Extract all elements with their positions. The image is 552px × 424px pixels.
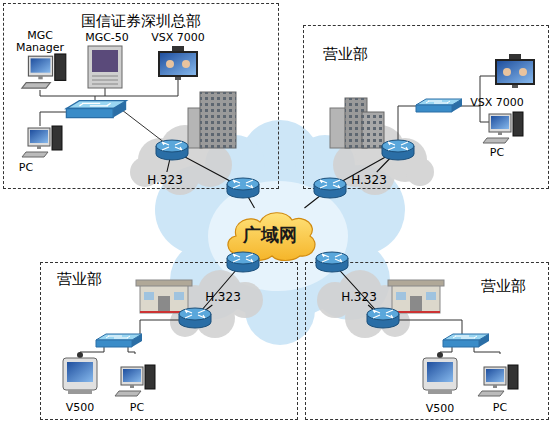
pc-icon [22, 126, 62, 157]
device-label: MGC-50 [79, 32, 135, 44]
manager-computer [22, 54, 66, 88]
device-label: V500 [58, 402, 102, 414]
lan-wire [140, 320, 182, 342]
protocol-cloud: H.323 [204, 289, 242, 305]
lan-switch [416, 99, 462, 112]
router-icon [179, 308, 211, 328]
lan-wires [40, 76, 500, 354]
protocol-cloud: H.323 [350, 172, 388, 188]
device-label: VSX 7000 [146, 32, 210, 44]
pc-icon [483, 112, 523, 143]
network-link [195, 262, 243, 318]
protocol-label: H.323 [340, 289, 378, 305]
network-link [304, 150, 398, 208]
protocol-cloud: H.323 [340, 289, 378, 305]
building-windows [200, 92, 236, 148]
site-title: 营业部 [481, 277, 526, 296]
site-boundary: 营业部 H.323 [305, 262, 549, 420]
vsx-terminal [158, 46, 198, 80]
protocol-label: H.323 [146, 172, 184, 188]
router-icon [156, 140, 188, 160]
network-link [318, 256, 383, 318]
building-block [362, 112, 384, 148]
network-link [167, 150, 255, 208]
site-title: 营业部 [323, 45, 368, 64]
lan-wire [398, 76, 495, 146]
site-title: 营业部 [57, 270, 102, 289]
protocol-label: H.323 [204, 289, 242, 305]
device-label: PC [485, 402, 515, 414]
branch-building [388, 280, 444, 313]
vsx-terminal [495, 54, 535, 88]
lan-switch [96, 334, 142, 347]
device-label: MGC Manager [14, 30, 66, 54]
mcu-slots [92, 76, 118, 84]
lan-switch [66, 101, 126, 118]
site-boundary: 营业部 H.323 [303, 25, 549, 189]
router-icon [382, 140, 414, 160]
mcu-case [88, 46, 122, 88]
device-label: PC [11, 162, 41, 174]
building-block [200, 92, 236, 148]
hq-building [188, 92, 236, 148]
wan-cloud: 广域网 [222, 208, 318, 262]
router-icon [227, 178, 259, 198]
v500-terminal [423, 352, 457, 394]
grey-clouds [130, 125, 434, 338]
lan-wire [122, 110, 165, 143]
wan-background-cloud [155, 120, 405, 345]
site-boundary: 营业部 H.323 [40, 262, 298, 420]
protocol-label: H.323 [350, 172, 388, 188]
branch-building [330, 98, 384, 148]
router-icon [367, 308, 399, 328]
lan-wire [40, 112, 67, 126]
router-icon [227, 252, 259, 272]
branch-building [136, 280, 192, 313]
device-label: V500 [418, 403, 462, 415]
mcu-device [88, 46, 122, 88]
pc-icon [478, 365, 518, 396]
device-label: PC [122, 402, 152, 414]
building-windows [362, 112, 384, 148]
protocol-cloud: H.323 [146, 172, 184, 188]
cloud-part [406, 158, 434, 186]
wan-label: 广域网 [222, 208, 318, 262]
device-label: VSX 7000 [465, 97, 529, 109]
lan-wire [396, 320, 462, 334]
v500-terminal [63, 352, 97, 394]
site-title: 国信证券深圳总部 [4, 12, 278, 31]
router-icon [316, 252, 348, 272]
mcu-panel [92, 50, 118, 72]
device-label: PC [482, 147, 512, 159]
lan-switch [443, 334, 489, 347]
pc-icon [115, 365, 155, 396]
site-boundary: 国信证券深圳总部 H.323 [3, 3, 279, 189]
router-icon [314, 178, 346, 198]
